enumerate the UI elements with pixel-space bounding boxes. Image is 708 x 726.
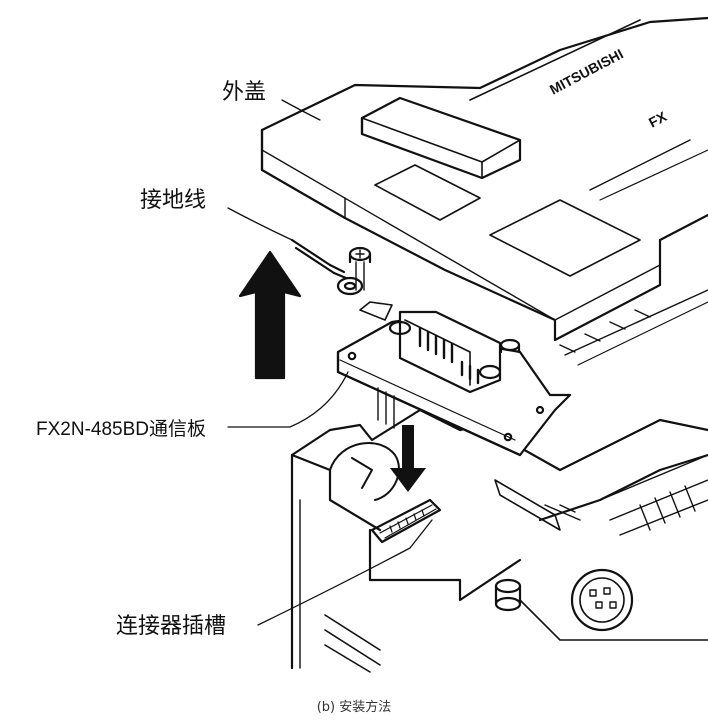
connector-slot: [370, 498, 442, 544]
ground-wire: [290, 238, 521, 354]
ground-wire-leader-line: [227, 207, 293, 241]
cover-label: 外盖: [222, 80, 267, 105]
plc-base-unit: [290, 408, 708, 673]
fx2n-485bd-board: [336, 301, 572, 457]
board-label: FX2N-485BD通信板: [36, 419, 206, 440]
cover-leader-line: [281, 99, 321, 121]
ground-wire-label: 接地线: [140, 188, 207, 213]
outer-cover: [260, 16, 708, 342]
exploded-view-drawing: MITSUBISHI FX: [227, 16, 708, 673]
insert-arrow-down-icon: [390, 425, 426, 492]
slot-label: 连接器插槽: [116, 614, 227, 639]
series-label: FX: [646, 108, 670, 131]
slot-leader-line: [257, 519, 433, 626]
board-leader-line: [227, 371, 349, 428]
brand-logo: MITSUBISHI: [547, 46, 626, 98]
lift-arrow-up-icon: [238, 250, 302, 380]
figure-caption: (b) 安装方法: [316, 700, 392, 715]
